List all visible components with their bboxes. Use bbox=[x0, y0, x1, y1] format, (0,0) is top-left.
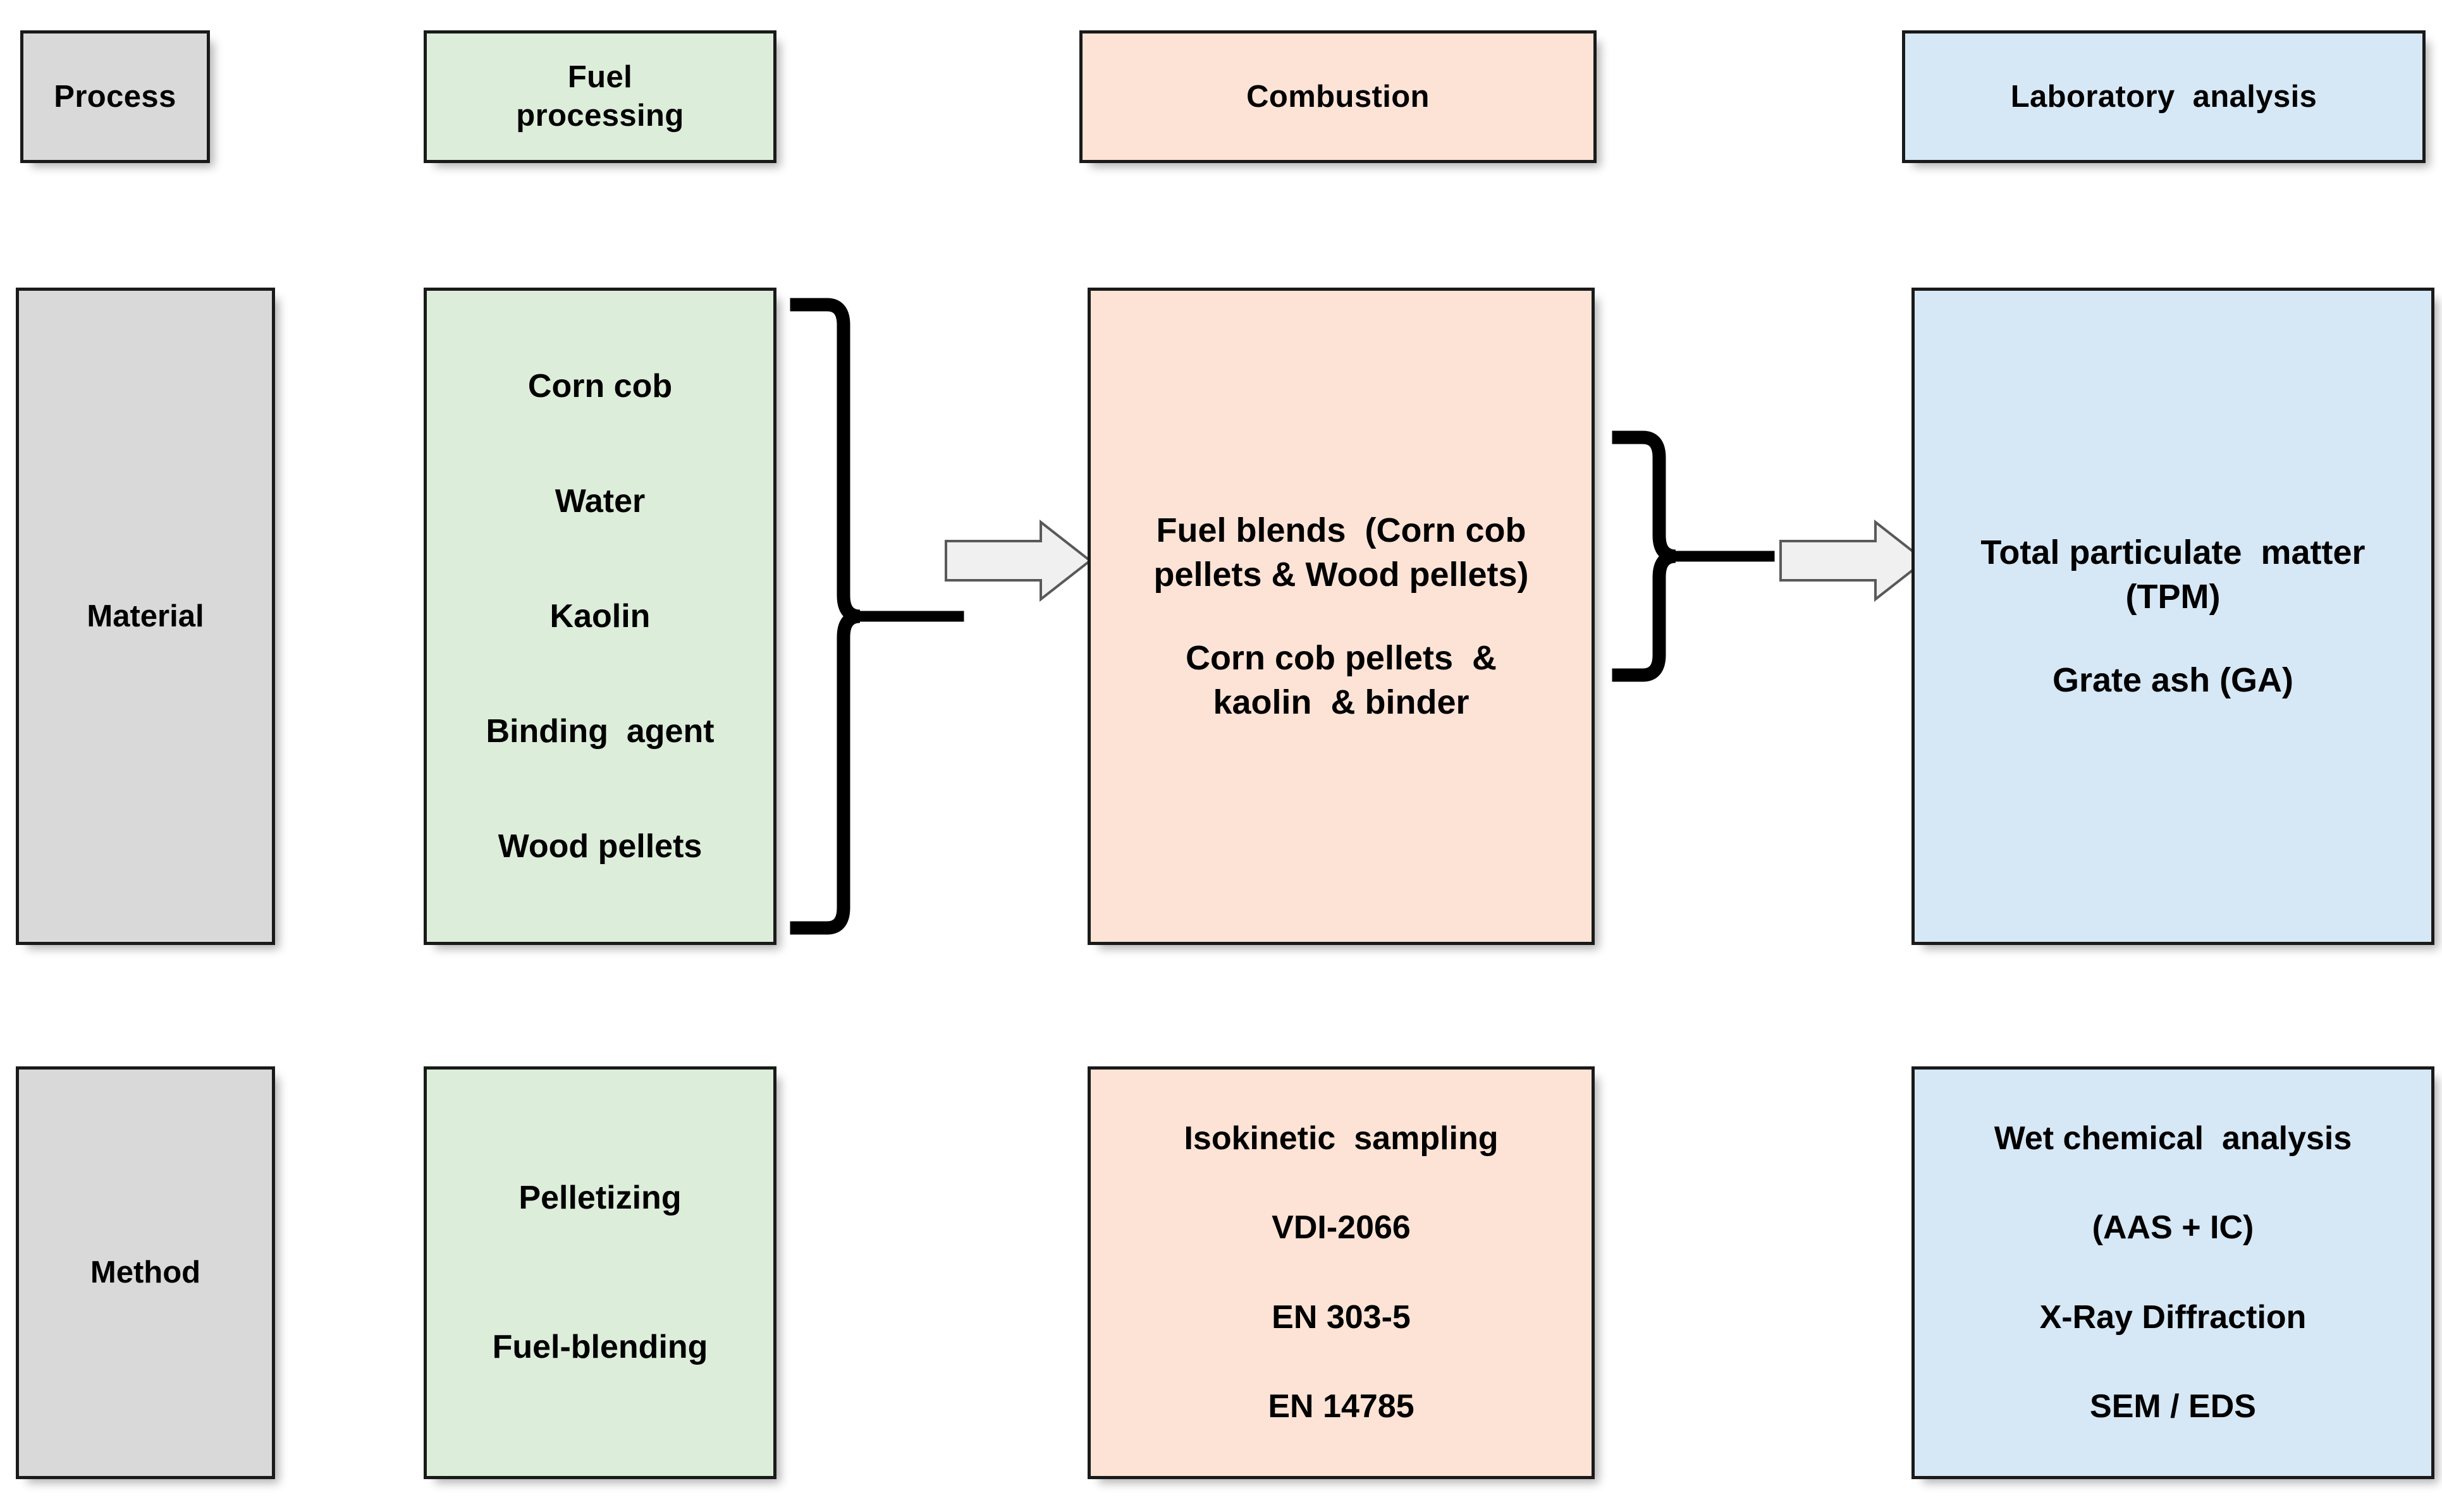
combustion-material-line-2: pellets & Wood pellets) bbox=[1153, 555, 1529, 594]
method-item-en-303-5: EN 303-5 bbox=[1272, 1298, 1411, 1336]
laboratory-material-line-3: Grate ash (GA) bbox=[2052, 661, 2294, 700]
material-item-water: Water bbox=[555, 482, 646, 520]
method-item-aas-ic: (AAS + IC) bbox=[2092, 1209, 2254, 1247]
laboratory-material-line-1: Total particulate matter bbox=[1980, 533, 2365, 571]
brace-combustion-to-laboratory bbox=[1611, 430, 1801, 683]
column-header-fuel-processing: Fuel processing bbox=[424, 30, 776, 163]
material-item-wood-pellets: Wood pellets bbox=[498, 827, 703, 865]
row-label-material: Material bbox=[16, 288, 275, 945]
column-header-combustion: Combustion bbox=[1079, 30, 1597, 163]
method-item-sem-eds: SEM / EDS bbox=[2090, 1388, 2256, 1425]
method-box-fuel-processing: Pelletizing Fuel-blending bbox=[424, 1066, 776, 1479]
material-box-laboratory-analysis: Total particulate matter (TPM) Grate ash… bbox=[1911, 288, 2434, 945]
row-label-material-text: Material bbox=[87, 599, 204, 633]
combustion-material-spacer bbox=[1336, 597, 1346, 636]
laboratory-material-spacer bbox=[2168, 619, 2178, 658]
method-item-x-ray-diffraction: X-Ray Diffraction bbox=[2039, 1298, 2307, 1336]
method-item-pelletizing: Pelletizing bbox=[518, 1180, 682, 1216]
method-item-fuel-blending: Fuel-blending bbox=[492, 1329, 708, 1365]
method-item-vdi-2066: VDI-2066 bbox=[1272, 1209, 1411, 1247]
row-label-process-text: Process bbox=[54, 79, 176, 114]
row-label-method-text: Method bbox=[90, 1255, 201, 1290]
row-label-process: Process bbox=[20, 30, 210, 163]
row-label-method: Method bbox=[16, 1066, 275, 1479]
column-header-combustion-line-1: Combustion bbox=[1246, 79, 1430, 114]
combustion-material-line-1: Fuel blends (Corn cob bbox=[1156, 511, 1526, 549]
method-box-combustion: Isokinetic sampling VDI-2066 EN 303-5 EN… bbox=[1088, 1066, 1595, 1479]
combustion-material-line-3: Corn cob pellets & bbox=[1185, 639, 1497, 677]
material-item-kaolin: Kaolin bbox=[549, 597, 651, 635]
method-item-en-14785: EN 14785 bbox=[1268, 1388, 1414, 1425]
column-header-laboratory-analysis: Laboratory analysis bbox=[1902, 30, 2426, 163]
arrow-fuel-processing-to-combustion bbox=[942, 518, 1094, 604]
material-item-binding-agent: Binding agent bbox=[486, 712, 715, 750]
material-box-fuel-processing: Corn cob Water Kaolin Binding agent Wood… bbox=[424, 288, 776, 945]
column-header-fuel-processing-line-1: Fuel bbox=[567, 60, 633, 95]
method-item-wet-chemical-analysis: Wet chemical analysis bbox=[1994, 1119, 2352, 1157]
material-box-combustion: Fuel blends (Corn cob pellets & Wood pel… bbox=[1088, 288, 1595, 945]
brace-fuel-processing-to-combustion bbox=[789, 297, 979, 936]
column-header-laboratory-analysis-line-1: Laboratory analysis bbox=[2010, 79, 2317, 114]
method-item-isokinetic-sampling: Isokinetic sampling bbox=[1184, 1119, 1499, 1157]
method-box-laboratory-analysis: Wet chemical analysis (AAS + IC) X-Ray D… bbox=[1911, 1066, 2434, 1479]
column-header-fuel-processing-line-2: processing bbox=[516, 99, 684, 133]
arrow-combustion-to-laboratory bbox=[1777, 518, 1929, 604]
combustion-material-line-4: kaolin & binder bbox=[1213, 683, 1469, 722]
material-item-corn-cob: Corn cob bbox=[527, 367, 673, 405]
laboratory-material-line-2: (TPM) bbox=[2125, 577, 2221, 616]
